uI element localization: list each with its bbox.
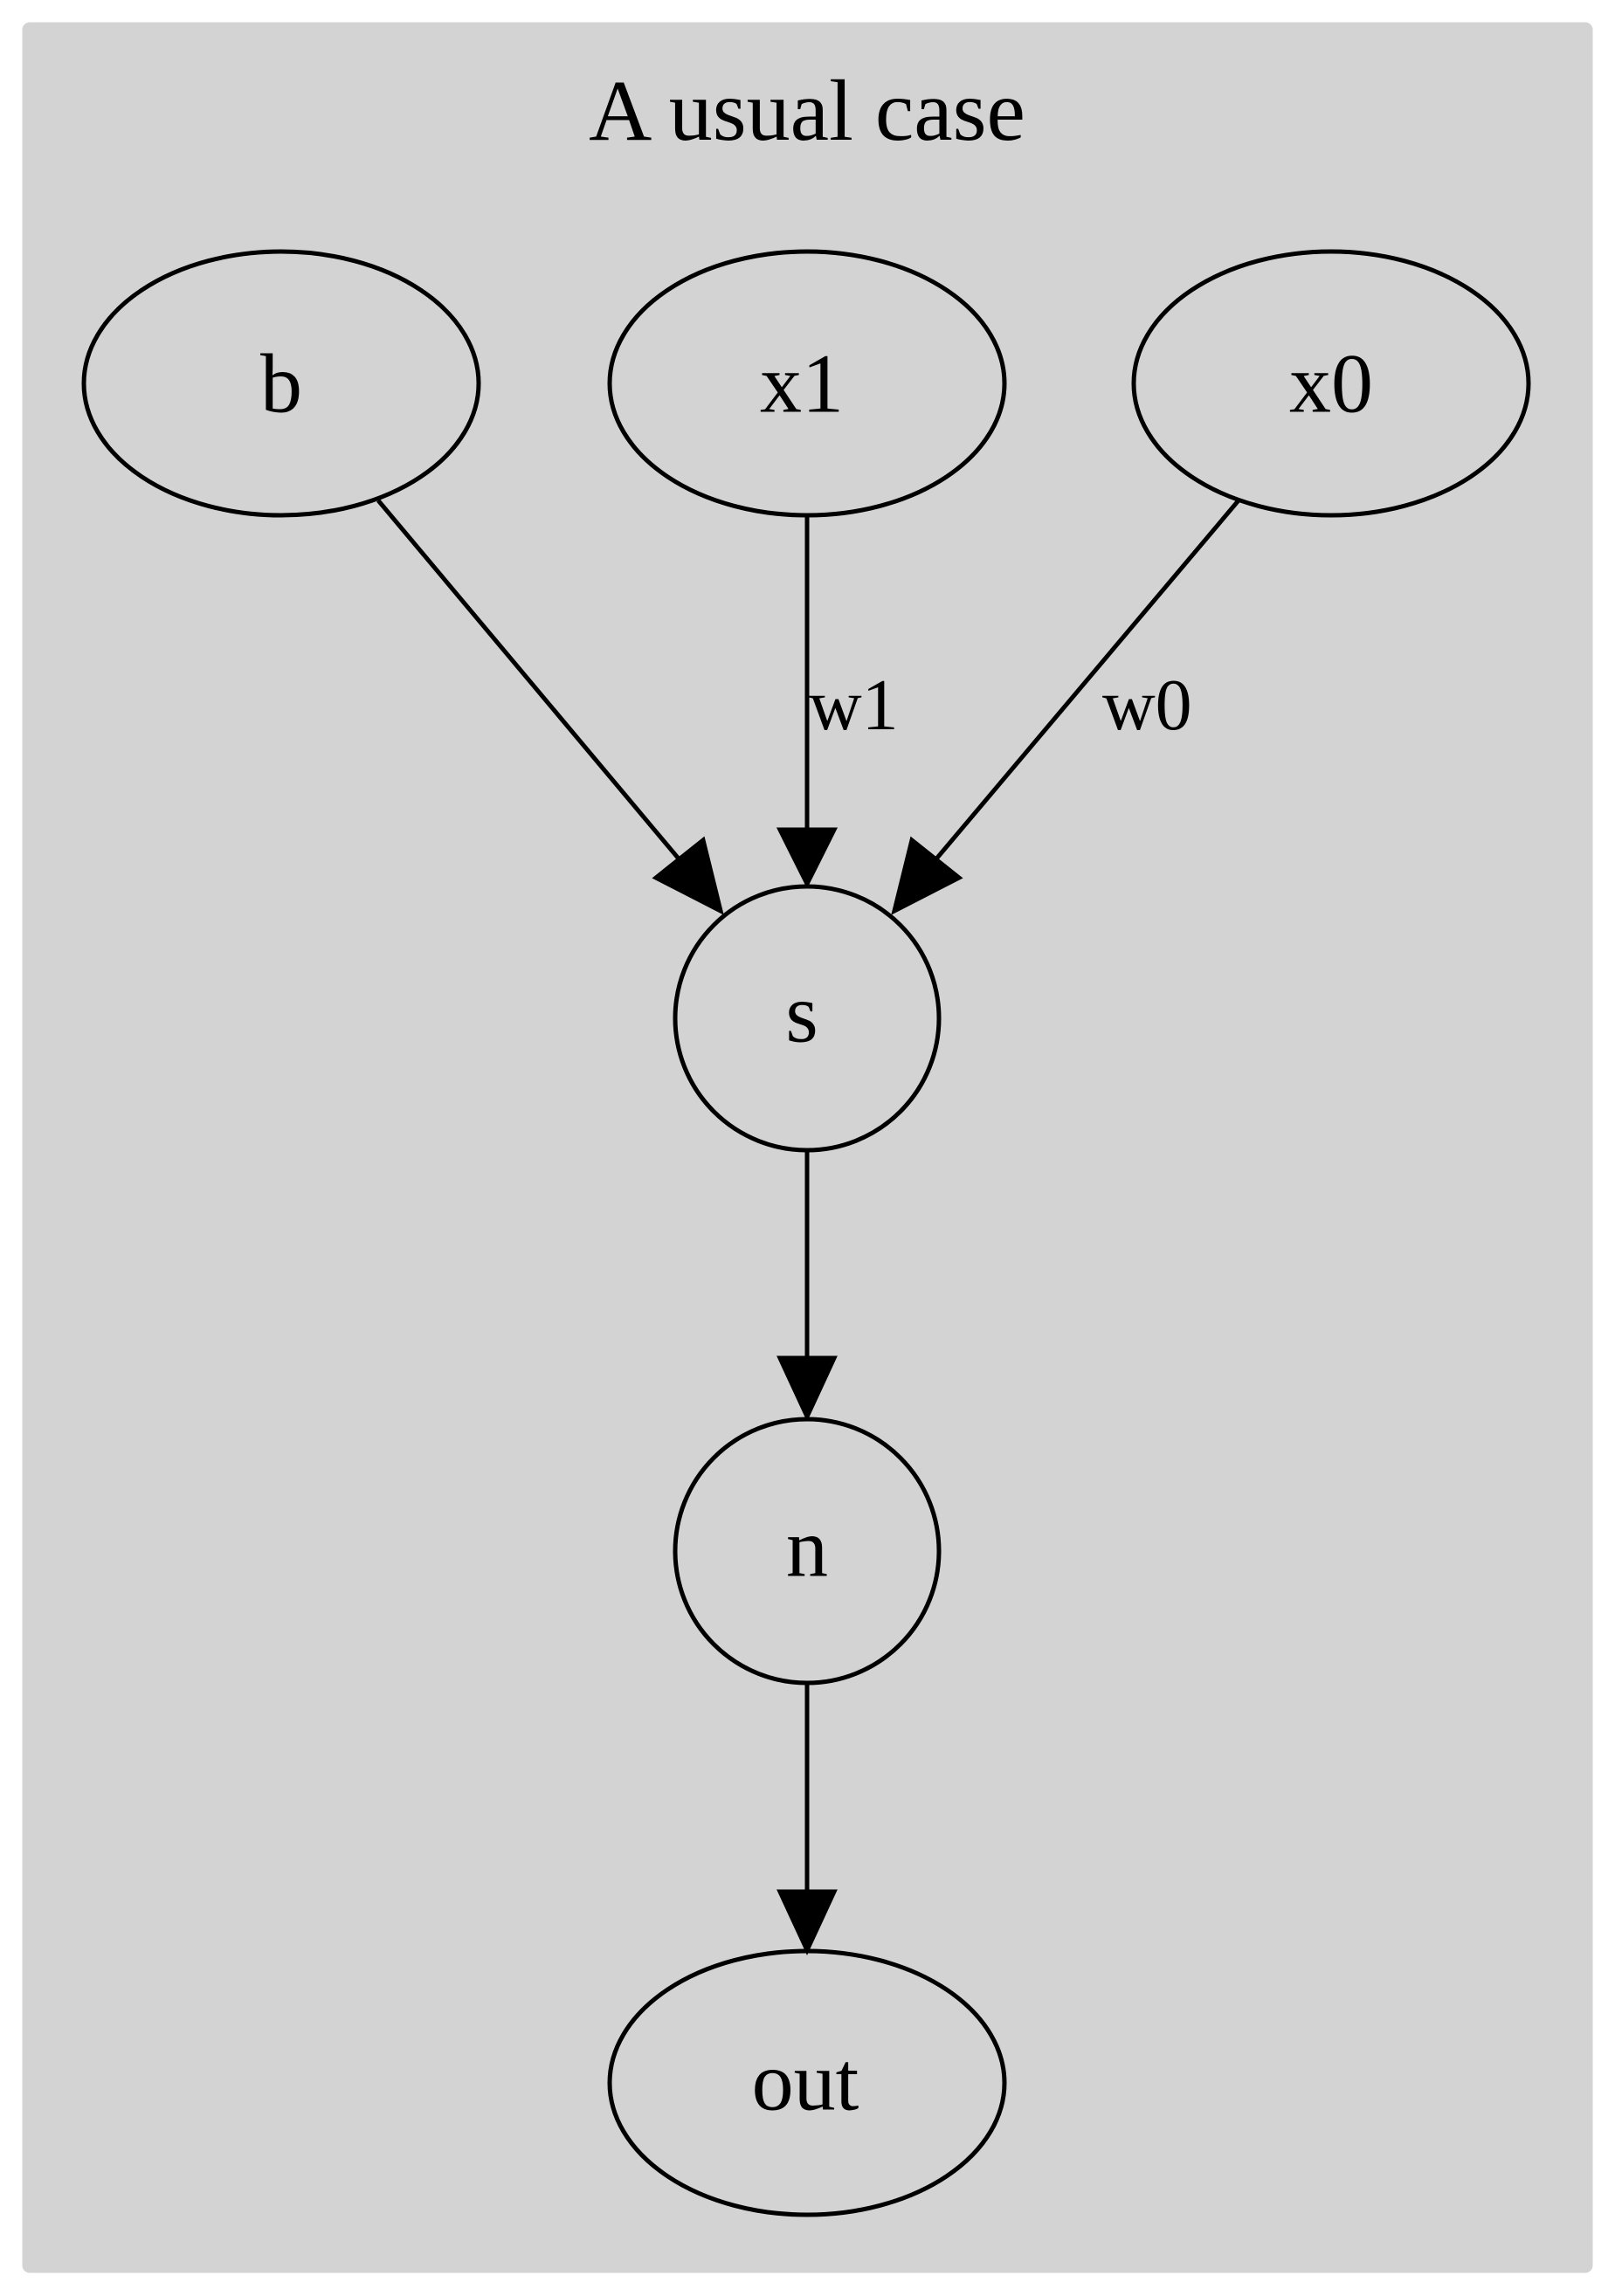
arrowhead-b-s <box>652 836 724 915</box>
edge-label-w0: w0 <box>1102 665 1192 746</box>
node-label-n: n <box>786 1501 828 1595</box>
node-x1: x1 <box>607 249 1007 518</box>
arrowhead-x0-s <box>891 836 963 915</box>
diagram-title: A usual case <box>589 62 1025 159</box>
edge-label-w1: w1 <box>809 665 899 746</box>
edge-x1-to-s: w1 <box>776 517 899 889</box>
cluster-background <box>22 22 1593 2273</box>
arrowhead-x1-s <box>776 827 839 889</box>
node-s: s <box>673 884 942 1153</box>
node-label-x0: x0 <box>1289 337 1373 431</box>
edge-n-to-out <box>776 1683 838 1955</box>
arrowhead-n-out <box>776 1889 838 1955</box>
arrowhead-s-n <box>776 1355 838 1422</box>
node-x0: x0 <box>1131 249 1531 518</box>
edge-b-to-s <box>376 499 724 915</box>
node-label-out: out <box>752 2035 859 2128</box>
node-out: out <box>607 1948 1007 2217</box>
edge-s-to-n <box>776 1150 838 1422</box>
edge-x0-to-s: w0 <box>891 499 1240 915</box>
node-n: n <box>673 1417 942 1686</box>
node-label-x1: x1 <box>760 337 844 431</box>
node-label-b: b <box>260 337 302 431</box>
node-b: b <box>81 249 481 518</box>
node-label-s: s <box>785 967 818 1060</box>
